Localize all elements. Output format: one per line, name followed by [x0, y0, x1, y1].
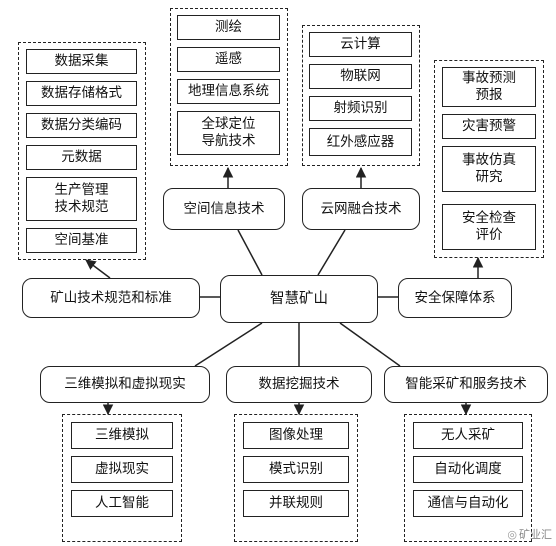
item-spatial-1: 遥感 [177, 47, 280, 72]
item-cloud-2: 射频识别 [309, 96, 412, 121]
center-node: 智慧矿山 [220, 275, 378, 323]
item-cloud-0: 云计算 [309, 32, 412, 57]
item-3d-0: 三维模拟 [71, 422, 173, 449]
item-smartmining-0: 无人采矿 [413, 422, 523, 449]
item-cloud-3: 红外感应器 [309, 128, 412, 156]
branch-standards: 矿山技术规范和标准 [22, 278, 200, 318]
group-datamining: 图像处理 模式识别 并联规则 [234, 414, 358, 542]
item-datamining-2: 并联规则 [243, 490, 349, 517]
item-datamining-0: 图像处理 [243, 422, 349, 449]
item-3d-2: 人工智能 [71, 490, 173, 517]
group-smartmining: 无人采矿 自动化调度 通信与自动化 [404, 414, 532, 542]
branch-datamining: 数据挖掘技术 [226, 366, 372, 403]
watermark-text: 矿业汇 [519, 528, 552, 541]
branch-smartmining: 智能采矿和服务技术 [384, 366, 548, 403]
branch-3d: 三维模拟和虚拟现实 [40, 366, 210, 403]
link-center-cloud [317, 229, 346, 276]
item-standards-0: 数据采集 [26, 49, 137, 74]
link-center-spatial [237, 229, 263, 276]
item-cloud-1: 物联网 [309, 64, 412, 89]
item-smartmining-2: 通信与自动化 [413, 490, 523, 517]
item-standards-4: 生产管理 技术规范 [26, 177, 137, 221]
item-spatial-3: 全球定位 导航技术 [177, 111, 280, 155]
group-3d: 三维模拟 虚拟现实 人工智能 [62, 414, 182, 542]
item-standards-2: 数据分类编码 [26, 113, 137, 138]
item-standards-5: 空间基准 [26, 228, 137, 253]
link-center-smartmining [339, 322, 401, 367]
wechat-logo-icon: ◎ [507, 527, 517, 541]
item-safety-0: 事故预测 预报 [442, 67, 536, 107]
group-standards: 数据采集 数据存储格式 数据分类编码 元数据 生产管理 技术规范 空间基准 [18, 42, 146, 260]
branch-spatial: 空间信息技术 [163, 188, 285, 230]
branch-cloud: 云网融合技术 [302, 188, 420, 230]
group-spatial: 测绘 遥感 地理信息系统 全球定位 导航技术 [170, 8, 288, 166]
item-spatial-0: 测绘 [177, 15, 280, 40]
item-standards-1: 数据存储格式 [26, 81, 137, 106]
item-datamining-1: 模式识别 [243, 456, 349, 483]
branch-safety: 安全保障体系 [398, 278, 512, 318]
watermark: ◎ 矿业汇 [507, 526, 552, 542]
item-standards-3: 元数据 [26, 145, 137, 170]
group-cloud: 云计算 物联网 射频识别 红外感应器 [302, 25, 420, 166]
group-safety: 事故预测 预报 灾害预警 事故仿真 研究 安全检查 评价 [434, 60, 544, 258]
link-center-3d [194, 322, 263, 367]
item-safety-2: 事故仿真 研究 [442, 146, 536, 192]
item-spatial-2: 地理信息系统 [177, 79, 280, 104]
arrow-standards-group [85, 259, 111, 279]
item-safety-1: 灾害预警 [442, 114, 536, 139]
item-3d-1: 虚拟现实 [71, 456, 173, 483]
item-safety-3: 安全检查 评价 [442, 204, 536, 250]
item-smartmining-1: 自动化调度 [413, 456, 523, 483]
